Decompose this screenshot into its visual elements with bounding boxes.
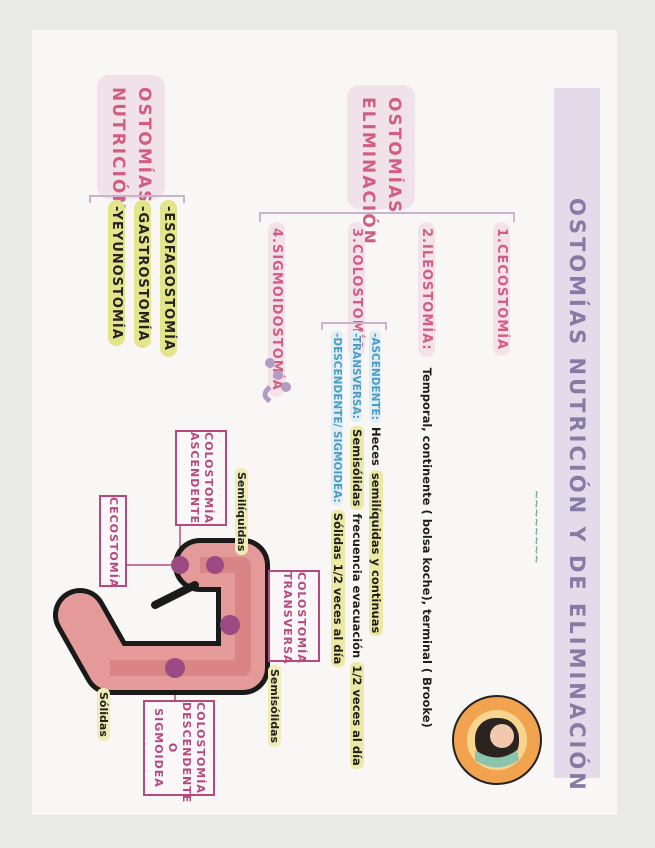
stoma-dot-transversa <box>220 615 240 635</box>
appendix <box>151 581 199 609</box>
stoma-dot-cecostomia <box>206 556 224 574</box>
label-semiliquidas: Semilíquidas <box>235 468 248 556</box>
stoma-dot-ascendente <box>171 556 189 574</box>
box-line: O <box>166 742 179 754</box>
avatar-illustration <box>452 695 542 785</box>
stoma-dot-descendente <box>165 658 185 678</box>
box-line: DESCENDENTE <box>180 702 193 804</box>
box-line: COLOSTOMÍA <box>194 702 207 794</box>
box-cecostomia: CECOSTOMÍA <box>99 495 127 588</box>
box-colostomia-ascendente: COLOSTOMÍA ASCENDENTE <box>175 430 227 526</box>
box-line: SIGMOIDEA <box>152 708 165 788</box>
label-semisolidas: Semisólidas <box>268 665 281 748</box>
label-solidas: Sólidas <box>97 688 110 741</box>
box-colostomia-transversa: COLOSTOMÍA TRANSVERSA <box>268 570 320 665</box>
dots-decoration <box>262 358 291 404</box>
box-colostomia-descendente: COLOSTOMÍA DESCENDENTE O SIGMOIDEA <box>143 700 215 804</box>
